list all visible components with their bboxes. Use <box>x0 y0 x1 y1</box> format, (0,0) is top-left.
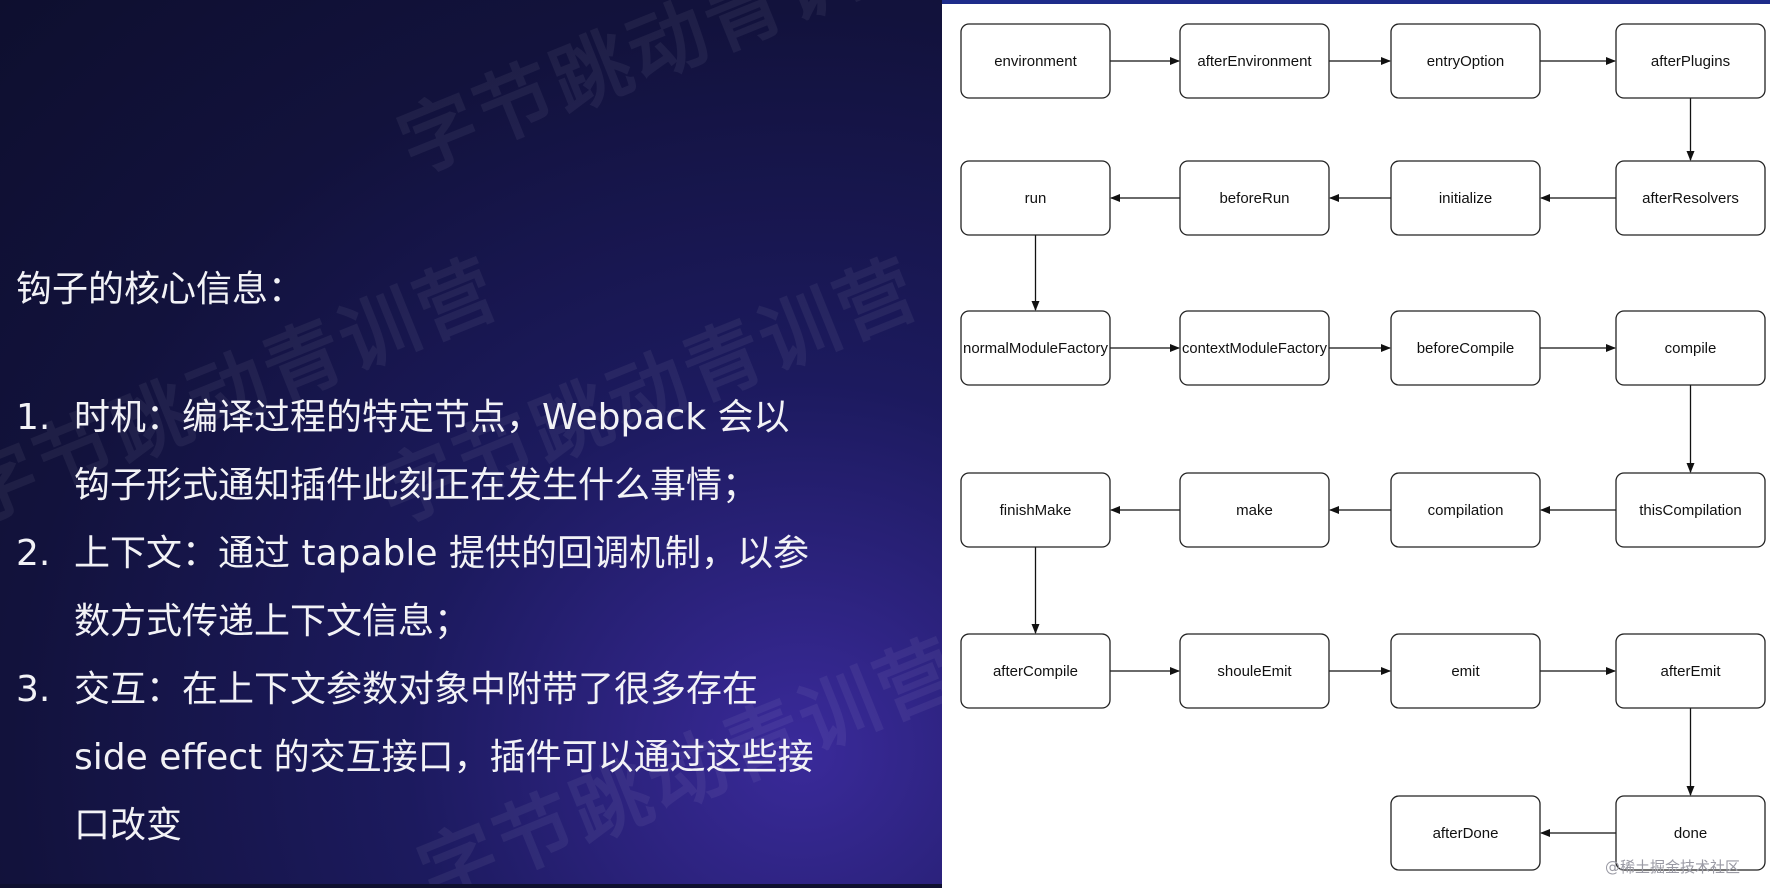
hook-node-box <box>1179 310 1330 386</box>
hook-node-box <box>1179 633 1330 709</box>
hook-node-afterEmit: afterEmit <box>1615 633 1766 709</box>
hook-node-compile: compile <box>1615 310 1766 386</box>
hook-node-emit: emit <box>1390 633 1541 709</box>
hook-node-box <box>960 472 1111 548</box>
hook-node-label: thisCompilation <box>1639 502 1742 519</box>
hook-node-box <box>1390 472 1541 548</box>
hook-node-box <box>1390 795 1541 871</box>
hook-node-box <box>1179 472 1330 548</box>
slide-heading: 钩子的核心信息： <box>16 269 305 310</box>
hook-node-label: initialize <box>1439 190 1492 207</box>
hook-node-label: make <box>1236 502 1273 519</box>
hook-node-thisCompilation: thisCompilation <box>1615 472 1766 548</box>
hook-node-box <box>1615 23 1766 99</box>
hook-node-label: afterPlugins <box>1651 53 1730 70</box>
hook-node-label: run <box>1025 190 1047 207</box>
hook-node-box <box>960 160 1111 236</box>
hook-node-box <box>1615 795 1766 871</box>
hook-node-label: afterCompile <box>993 663 1078 680</box>
list-number: 2. <box>16 533 51 574</box>
hook-node-label: afterResolvers <box>1642 190 1739 207</box>
list-line: 交互：在上下文参数对象中附带了很多存在 <box>74 669 759 710</box>
hook-node-label: contextModuleFactory <box>1182 340 1327 357</box>
hook-node-initialize: initialize <box>1390 160 1541 236</box>
hook-node-done: done <box>1615 795 1766 871</box>
hook-node-box <box>1390 310 1541 386</box>
hook-node-label: compilation <box>1428 502 1504 519</box>
hook-node-box <box>1615 310 1766 386</box>
hook-node-afterPlugins: afterPlugins <box>1615 23 1766 99</box>
hook-node-box <box>1179 160 1330 236</box>
hook-node-finishMake: finishMake <box>960 472 1111 548</box>
hook-node-environment: environment <box>960 23 1111 99</box>
hook-node-box <box>1179 23 1330 99</box>
list-line: 时机：编译过程的特定节点，Webpack 会以 <box>74 397 790 438</box>
list-line: 数方式传递上下文信息； <box>74 601 471 642</box>
hook-node-label: entryOption <box>1427 53 1505 70</box>
hook-node-box <box>960 633 1111 709</box>
hook-node-afterResolvers: afterResolvers <box>1615 160 1766 236</box>
hook-node-afterEnvironment: afterEnvironment <box>1179 23 1330 99</box>
hook-info-list: 1. 时机：编译过程的特定节点，Webpack 会以 钩子形式通知插件此刻正在发… <box>16 384 846 860</box>
hook-node-label: afterEmit <box>1660 663 1721 680</box>
hook-node-box <box>1390 23 1541 99</box>
hook-node-label: beforeCompile <box>1417 340 1515 357</box>
hook-node-box <box>960 23 1111 99</box>
hook-node-label: beforeRun <box>1219 190 1289 207</box>
hook-node-afterDone: afterDone <box>1390 795 1541 871</box>
flowchart-panel <box>942 0 1770 888</box>
list-number: 1. <box>16 397 51 438</box>
hook-node-label: finishMake <box>1000 502 1072 519</box>
hook-node-label: normalModuleFactory <box>963 340 1108 357</box>
hook-node-run: run <box>960 160 1111 236</box>
site-credit: @稀土掘金技术社区 <box>1605 858 1741 876</box>
list-number: 3. <box>16 669 51 710</box>
hook-node-box <box>1390 633 1541 709</box>
hook-node-label: emit <box>1451 663 1480 680</box>
hook-node-box <box>1615 633 1766 709</box>
hook-node-box <box>1615 472 1766 548</box>
hook-node-make: make <box>1179 472 1330 548</box>
hook-node-afterCompile: afterCompile <box>960 633 1111 709</box>
hook-node-box <box>1615 160 1766 236</box>
hook-node-label: afterEnvironment <box>1197 53 1312 70</box>
hook-node-normalModuleFactory: normalModuleFactory <box>960 310 1111 386</box>
hook-node-beforeCompile: beforeCompile <box>1390 310 1541 386</box>
hook-node-box <box>1390 160 1541 236</box>
hook-node-contextModuleFactory: contextModuleFactory <box>1179 310 1330 386</box>
list-line: side effect 的交互接口，插件可以通过这些接 <box>74 737 814 778</box>
hook-node-label: afterDone <box>1433 825 1499 842</box>
hook-node-shouleEmit: shouleEmit <box>1179 633 1330 709</box>
hook-node-compilation: compilation <box>1390 472 1541 548</box>
hook-node-label: environment <box>994 53 1077 70</box>
hook-node-label: done <box>1674 825 1707 842</box>
slide-text-panel: 字节跳动青训营 字节跳动青训营 字节跳动青训营 字节跳动青训营 钩子的核心信息：… <box>0 0 942 884</box>
hook-node-beforeRun: beforeRun <box>1179 160 1330 236</box>
list-item: 3. 交互：在上下文参数对象中附带了很多存在 side effect 的交互接口… <box>16 656 846 860</box>
list-line: 口改变 <box>74 805 183 846</box>
list-line: 上下文：通过 tapable 提供的回调机制，以参 <box>74 533 809 574</box>
hook-node-label: compile <box>1665 340 1717 357</box>
list-item: 2. 上下文：通过 tapable 提供的回调机制，以参 数方式传递上下文信息； <box>16 520 846 656</box>
list-item: 1. 时机：编译过程的特定节点，Webpack 会以 钩子形式通知插件此刻正在发… <box>16 384 846 520</box>
list-line: 钩子形式通知插件此刻正在发生什么事情； <box>74 465 759 506</box>
hook-node-entryOption: entryOption <box>1390 23 1541 99</box>
hook-node-label: shouleEmit <box>1217 663 1292 680</box>
hook-node-box <box>960 310 1111 386</box>
